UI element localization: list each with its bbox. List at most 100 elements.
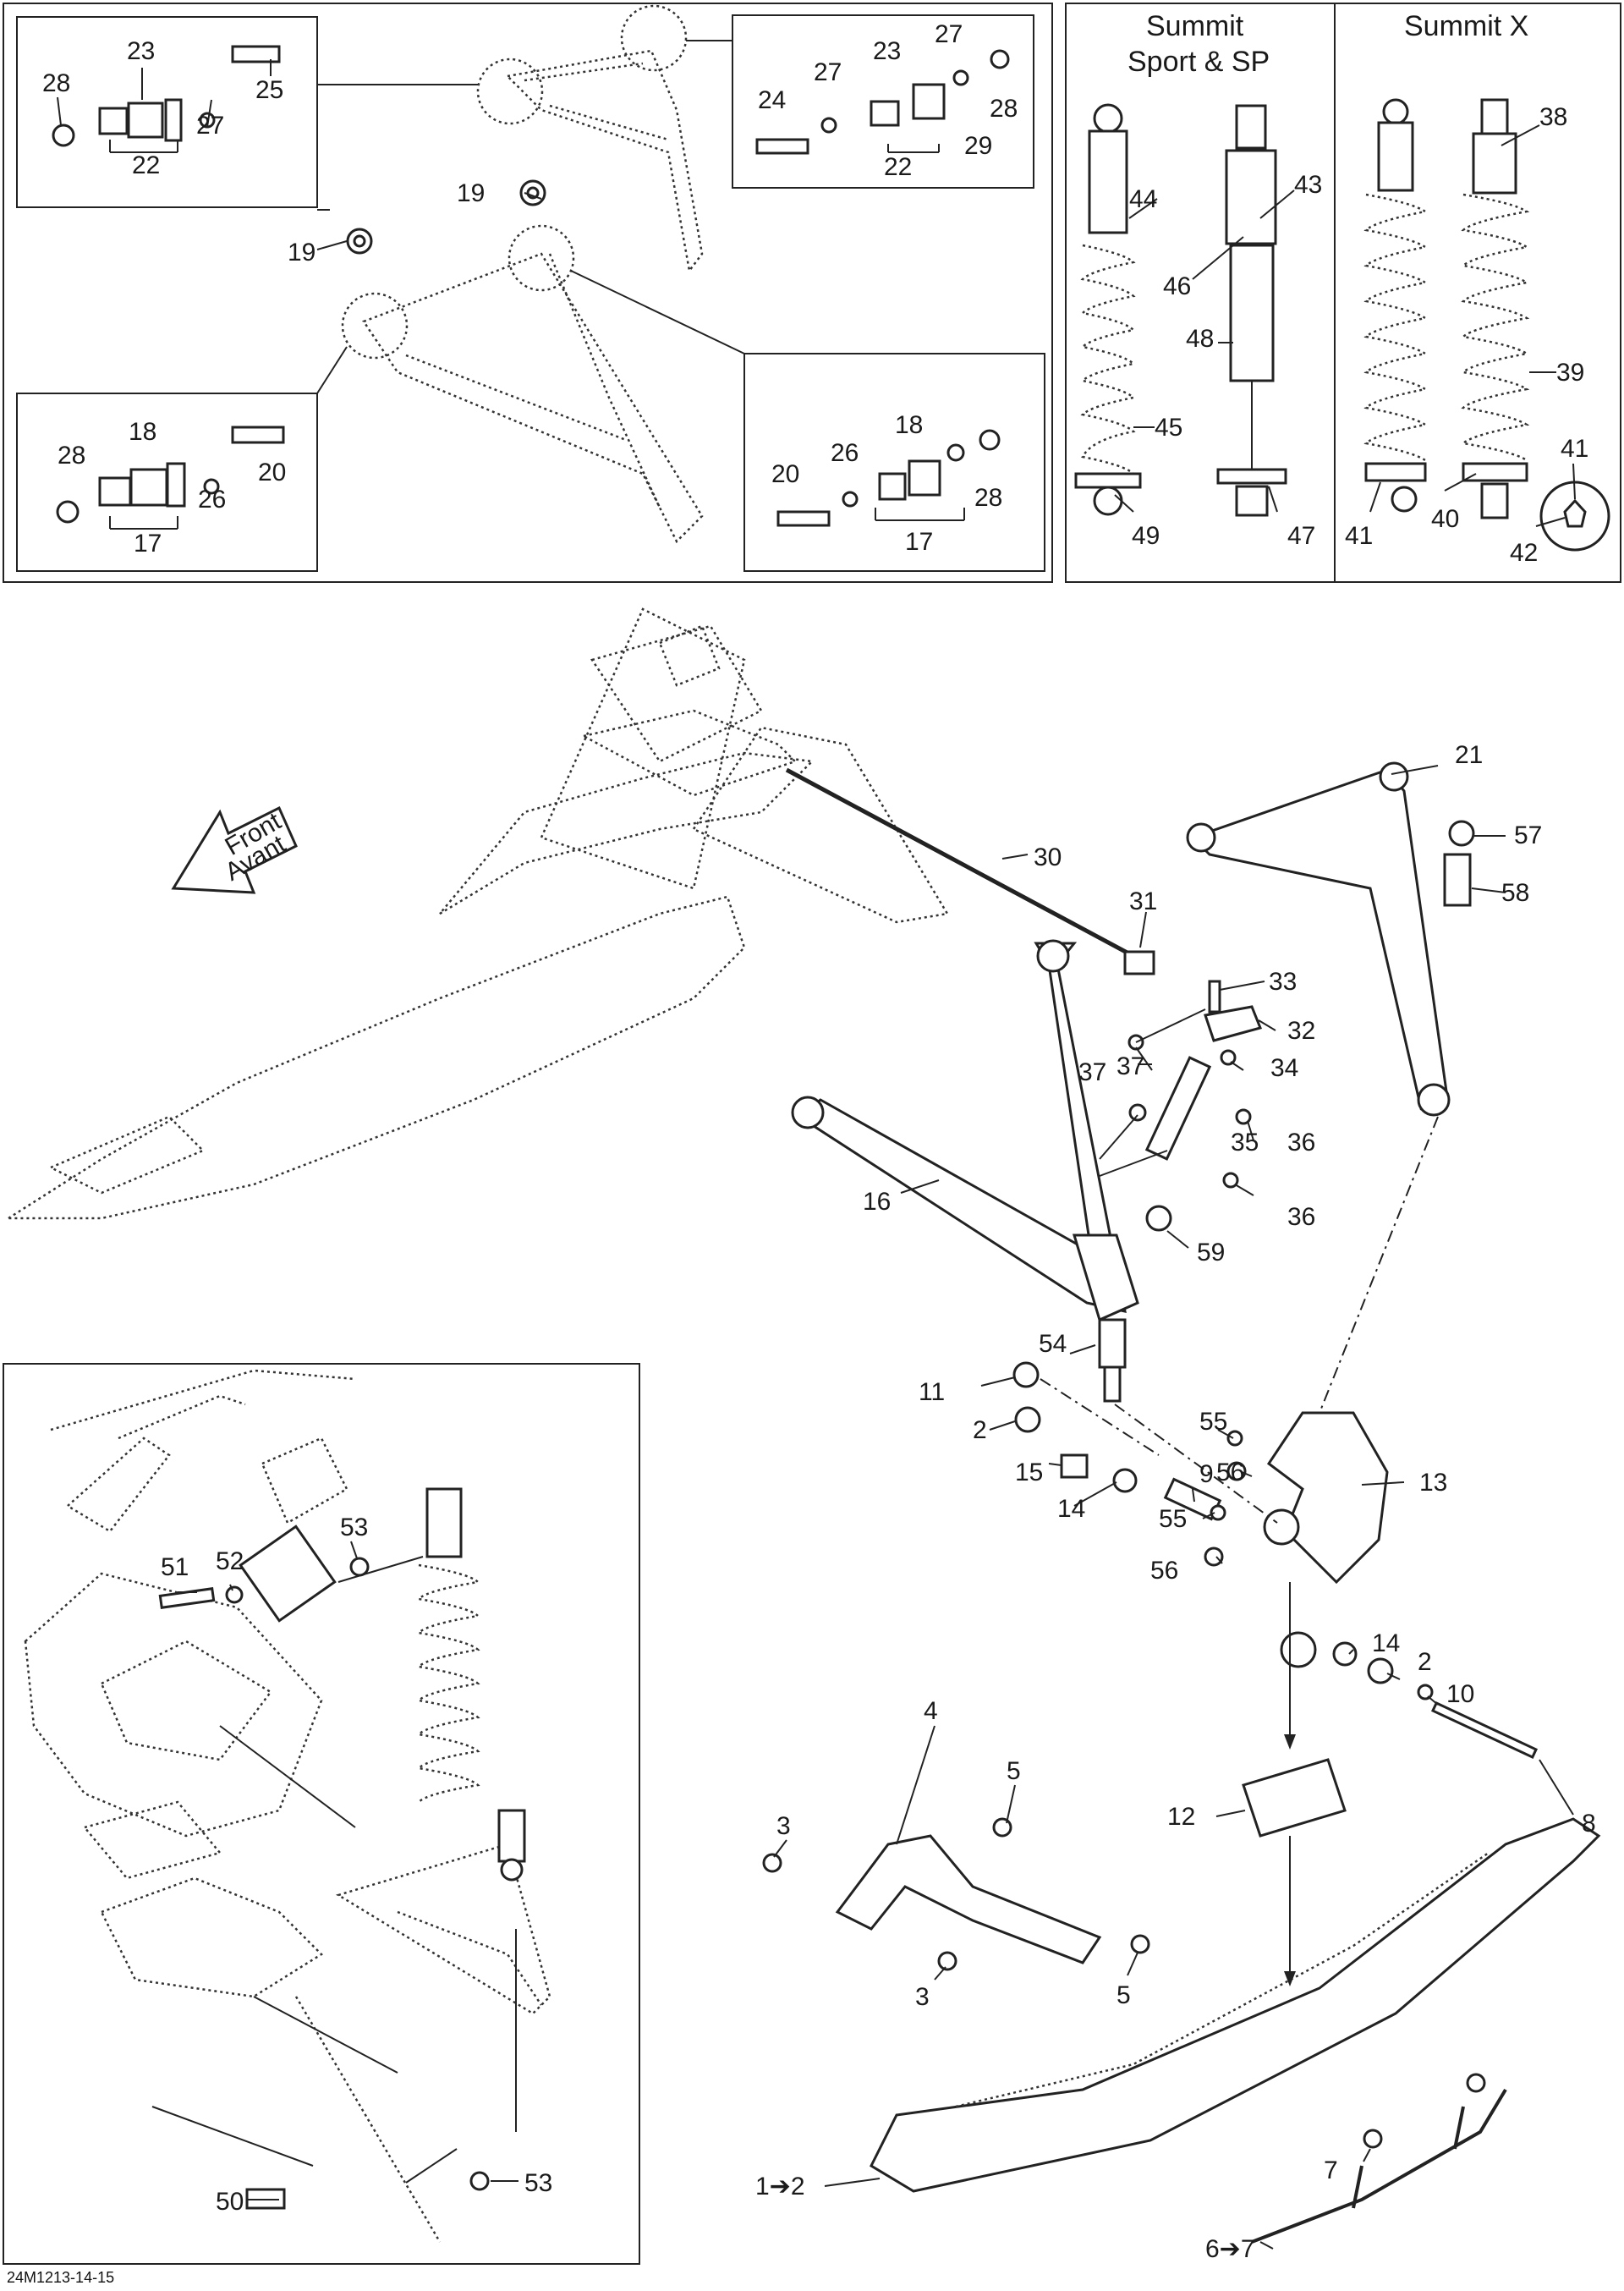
upper-arm-detail-panel: [3, 3, 1053, 583]
callout-36: 36: [1287, 1203, 1315, 1231]
sway-bar: [785, 767, 1155, 975]
bushing-hardware-glyphs: [52, 45, 1010, 527]
callouts-top-left: 28 23 25 27 22 27 27 23 24 28 29 22 19 1…: [42, 20, 1018, 558]
callout-36: 36: [1287, 1129, 1315, 1156]
upper-a-arm: [1186, 761, 1475, 1117]
spindle-hardware: [1012, 1361, 1539, 1759]
front-shock-assembly: [416, 1487, 526, 1882]
callout-31: 31: [1129, 887, 1157, 915]
spindle: [1098, 1318, 1389, 1668]
callout-46: 46: [1163, 272, 1191, 300]
callout-20: 20: [258, 459, 286, 486]
callout-leaders-shocks: [1114, 124, 1576, 527]
callout-26: 26: [831, 439, 859, 467]
callout-53: 53: [340, 1514, 368, 1541]
callout-12: 12: [1167, 1803, 1195, 1831]
callout-14: 14: [1372, 1629, 1400, 1657]
callout-53: 53: [524, 2169, 552, 2197]
callout-4: 4: [924, 1697, 938, 1725]
callout-56: 56: [1150, 1557, 1178, 1585]
callout-34: 34: [1270, 1054, 1298, 1082]
callout-33: 33: [1269, 968, 1297, 996]
callout-leaders-center: [773, 765, 1574, 2250]
callout-16: 16: [863, 1188, 891, 1216]
shock-sport-air: [1216, 104, 1287, 517]
callout-27: 27: [196, 112, 224, 140]
callout-5: 5: [1007, 1757, 1021, 1785]
callout-35: 35: [1231, 1129, 1259, 1156]
callout-45: 45: [1155, 414, 1182, 442]
callout-40: 40: [1431, 505, 1459, 533]
callout-leaders-top-left: [57, 59, 965, 530]
callout-22: 22: [132, 151, 160, 179]
variant-title-summit-x: Summit X: [1404, 10, 1528, 42]
ski-handle: [835, 1834, 1102, 1964]
shock-sport-coilover: [1074, 103, 1142, 516]
callout-32: 32: [1287, 1017, 1315, 1045]
callout-49: 49: [1132, 522, 1160, 550]
callout-19: 19: [288, 239, 315, 266]
callout-43: 43: [1294, 171, 1322, 199]
lower-arm-bushing-highlight-front: [341, 292, 409, 360]
assembly-guides: [1040, 1008, 1439, 1986]
callout-1-to-2: 1➔2: [755, 2173, 805, 2200]
callout-51: 51: [161, 1553, 189, 1581]
callout-20: 20: [771, 460, 799, 488]
callout-18: 18: [895, 411, 923, 439]
callouts-bottom-left: 53 51 52 50 53: [161, 1514, 552, 2216]
callout-19: 19: [457, 179, 485, 207]
callout-58: 58: [1501, 879, 1529, 907]
callouts-center: 21 57 58 30 31 33 32 37 34 37 35 36 36 1…: [755, 741, 1596, 2263]
callout-25: 25: [255, 76, 283, 104]
front-frame-outline: [24, 1369, 551, 2243]
callout-3: 3: [915, 1983, 930, 2011]
callout-56: 56: [1216, 1459, 1244, 1486]
callout-28: 28: [990, 95, 1018, 123]
callout-3: 3: [776, 1812, 791, 1840]
chassis-assembly-outline: [4, 607, 950, 1220]
callout-28: 28: [58, 442, 85, 470]
callout-17: 17: [905, 528, 933, 556]
shock-summit-x-left: [1363, 98, 1429, 513]
callout-15: 15: [1015, 1459, 1043, 1486]
callouts-shocks: 44 43 46 48 45 49 47 38 39 41 41 40 42: [1129, 103, 1588, 567]
callout-59: 59: [1197, 1239, 1225, 1266]
front-frame-detail-panel: [3, 1363, 640, 2265]
callout-11: 11: [919, 1378, 945, 1406]
callout-23: 23: [127, 37, 155, 65]
callout-54: 54: [1039, 1330, 1067, 1358]
callout-29: 29: [964, 132, 992, 160]
ski-runner: [1251, 2073, 1507, 2244]
callout-22: 22: [884, 153, 912, 181]
callout-24: 24: [758, 86, 786, 114]
diagram-reference-code: 24M1213-14-15: [7, 2269, 114, 2286]
upper-arm-hardware-box-left: [16, 16, 318, 208]
callout-52: 52: [216, 1547, 244, 1575]
callout-57: 57: [1514, 821, 1542, 849]
ski-wear-pad: [1242, 1758, 1347, 1838]
shock-variants-panel: [1065, 3, 1621, 583]
shock-summit-x-right: [1461, 98, 1610, 552]
callout-8: 8: [1582, 1810, 1596, 1838]
callout-2: 2: [973, 1416, 987, 1444]
callout-26: 26: [198, 486, 226, 514]
callout-2: 2: [1418, 1648, 1432, 1676]
variant-title-sport-sp: Sport & SP: [1127, 46, 1270, 78]
ski-screws: [762, 1817, 1150, 1971]
callout-39: 39: [1556, 359, 1584, 387]
callout-30: 30: [1034, 843, 1062, 871]
upper-arm-hardware-box-right: [732, 14, 1034, 189]
callout-21: 21: [1455, 741, 1483, 769]
callout-28: 28: [42, 69, 70, 97]
lower-arm-hardware-box-right: [743, 353, 1045, 572]
callout-18: 18: [129, 418, 156, 446]
callout-55: 55: [1159, 1505, 1187, 1533]
callout-10: 10: [1446, 1680, 1474, 1708]
callout-38: 38: [1539, 103, 1567, 131]
callout-13: 13: [1419, 1469, 1447, 1497]
callout-27: 27: [814, 58, 842, 86]
callout-9: 9: [1199, 1460, 1214, 1488]
callout-47: 47: [1287, 522, 1315, 550]
callout-27: 27: [935, 20, 963, 48]
